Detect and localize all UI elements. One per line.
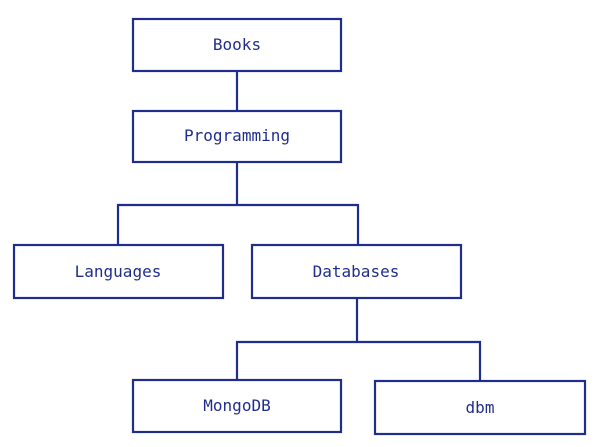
node-databases-label: Databases — [313, 262, 400, 281]
node-books-label: Books — [213, 35, 261, 54]
node-books: Books — [131, 17, 343, 73]
node-programming: Programming — [131, 109, 343, 164]
node-databases-box — [250, 243, 463, 300]
edge-bracket-level3 — [235, 340, 482, 380]
node-mongodb: MongoDB — [131, 378, 343, 434]
node-languages: Languages — [12, 243, 225, 300]
node-books-box — [131, 17, 343, 73]
node-dbm: dbm — [373, 379, 587, 436]
node-mongodb-label: MongoDB — [203, 396, 270, 415]
node-languages-label: Languages — [75, 262, 162, 281]
node-mongodb-box — [131, 378, 343, 434]
connectors — [116, 71, 482, 380]
edge-bracket-level2 — [116, 203, 360, 245]
node-dbm-box — [373, 379, 587, 436]
node-databases: Databases — [250, 243, 463, 300]
node-dbm-label: dbm — [466, 398, 495, 417]
node-programming-box — [131, 109, 343, 164]
node-languages-box — [12, 243, 225, 300]
node-programming-label: Programming — [184, 126, 290, 145]
